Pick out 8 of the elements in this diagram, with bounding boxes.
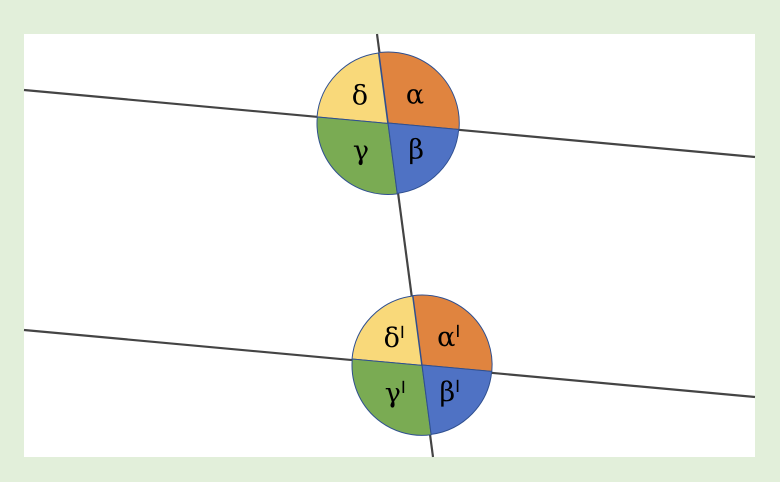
angle-label: β$^{I}$ <box>439 378 460 406</box>
angle-label: δ$^{I}$ <box>384 324 405 352</box>
angle-label: α$^{I}$ <box>437 323 460 352</box>
angle-label: γ$^{I}$ <box>384 378 406 407</box>
angle-label: γ <box>352 138 369 165</box>
angle-label: δ <box>352 82 368 110</box>
angle-label: β <box>408 136 424 164</box>
angle-label: α <box>406 81 424 108</box>
